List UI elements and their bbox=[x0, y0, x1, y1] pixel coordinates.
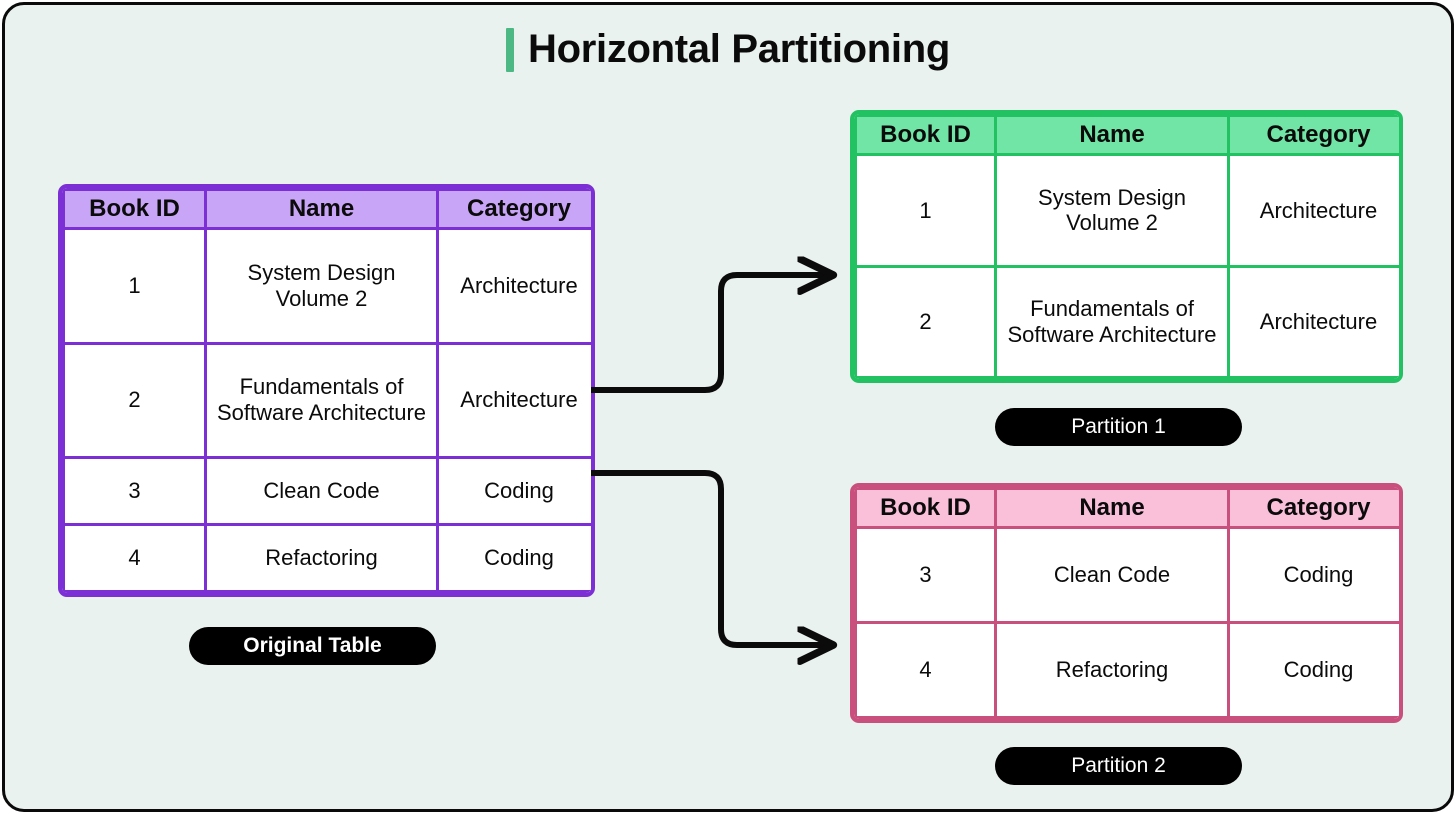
cell-name: Fundamentals of Software Architecture bbox=[994, 264, 1230, 379]
cell-book-id: 3 bbox=[854, 526, 997, 625]
table-row: 1 System Design Volume 2 Architecture bbox=[854, 153, 1399, 268]
cell-name: Clean Code bbox=[994, 526, 1230, 625]
table-header-row: Book ID Name Category bbox=[854, 114, 1399, 157]
partition-2-table: Book ID Name Category 3 Clean Code Codin… bbox=[850, 483, 1403, 723]
cell-book-id: 1 bbox=[62, 227, 207, 345]
cell-category: Coding bbox=[1227, 526, 1399, 625]
cell-category: Coding bbox=[436, 522, 591, 593]
column-header-category: Category bbox=[436, 188, 591, 231]
original-table-caption: Original Table bbox=[189, 627, 436, 665]
cell-name: Fundamentals of Software Architecture bbox=[204, 341, 439, 459]
cell-book-id: 2 bbox=[62, 341, 207, 459]
original-table: Book ID Name Category 1 System Design Vo… bbox=[58, 184, 595, 597]
column-header-name: Name bbox=[204, 188, 439, 231]
table-row: 2 Fundamentals of Software Architecture … bbox=[62, 341, 591, 459]
table-row: 2 Fundamentals of Software Architecture … bbox=[854, 264, 1399, 379]
cell-book-id: 4 bbox=[62, 522, 207, 593]
cell-name: Clean Code bbox=[204, 455, 439, 526]
cell-category: Architecture bbox=[1227, 264, 1399, 379]
table-header-row: Book ID Name Category bbox=[854, 487, 1399, 530]
cell-name: System Design Volume 2 bbox=[994, 153, 1230, 268]
partition-2-caption: Partition 2 bbox=[995, 747, 1242, 785]
partition-1-table: Book ID Name Category 1 System Design Vo… bbox=[850, 110, 1403, 383]
column-header-book-id: Book ID bbox=[62, 188, 207, 231]
cell-book-id: 3 bbox=[62, 455, 207, 526]
column-header-category: Category bbox=[1227, 114, 1399, 157]
cell-category: Architecture bbox=[436, 227, 591, 345]
table-header-row: Book ID Name Category bbox=[62, 188, 591, 231]
table-row: 4 Refactoring Coding bbox=[62, 522, 591, 593]
arrow-original-to-partition1 bbox=[591, 275, 831, 393]
page-title-text: Horizontal Partitioning bbox=[528, 27, 950, 71]
column-header-name: Name bbox=[994, 487, 1230, 530]
cell-name: Refactoring bbox=[994, 621, 1230, 719]
cell-category: Coding bbox=[1227, 621, 1399, 719]
cell-category: Coding bbox=[436, 455, 591, 526]
partition-1-caption: Partition 1 bbox=[995, 408, 1242, 446]
arrow-original-to-partition2 bbox=[591, 470, 831, 645]
cell-book-id: 2 bbox=[854, 264, 997, 379]
table-row: 1 System Design Volume 2 Architecture bbox=[62, 227, 591, 345]
table-row: 3 Clean Code Coding bbox=[62, 455, 591, 526]
column-header-name: Name bbox=[994, 114, 1230, 157]
page-title: Horizontal Partitioning bbox=[5, 27, 1451, 72]
cell-category: Architecture bbox=[1227, 153, 1399, 268]
column-header-book-id: Book ID bbox=[854, 487, 997, 530]
cell-book-id: 1 bbox=[854, 153, 997, 268]
cell-book-id: 4 bbox=[854, 621, 997, 719]
table-row: 4 Refactoring Coding bbox=[854, 621, 1399, 719]
table-row: 3 Clean Code Coding bbox=[854, 526, 1399, 625]
cell-name: System Design Volume 2 bbox=[204, 227, 439, 345]
cell-category: Architecture bbox=[436, 341, 591, 459]
column-header-category: Category bbox=[1227, 487, 1399, 530]
column-header-book-id: Book ID bbox=[854, 114, 997, 157]
title-accent-bar bbox=[506, 27, 515, 72]
cell-name: Refactoring bbox=[204, 522, 439, 593]
